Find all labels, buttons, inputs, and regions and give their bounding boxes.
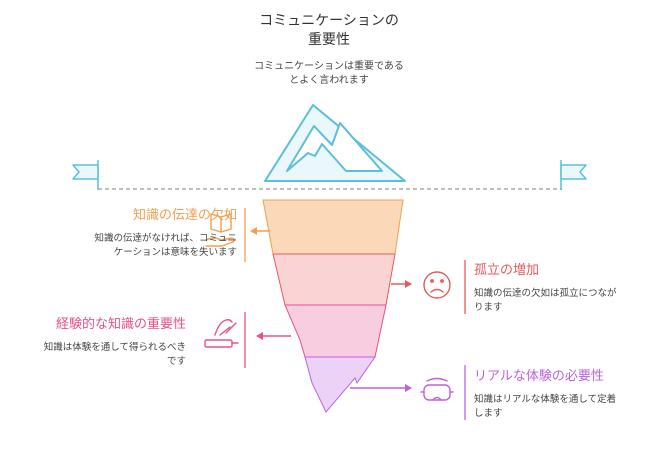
desc-knowledge-lack-line-1: 知識の伝達がなければ、コミュニ xyxy=(94,233,237,244)
iceberg-tip-icon xyxy=(264,104,406,182)
desc-real-experience-line-2: します xyxy=(474,408,503,419)
book-hand-icon xyxy=(205,213,235,247)
desc-isolation-line-2: ります xyxy=(474,302,503,313)
desc-experiential-line-2: です xyxy=(166,356,186,367)
desc-isolation-line-1: 知識の伝達の欠如は孤立につなが xyxy=(474,288,617,299)
heading-experiential: 経験的な知識の重要性 xyxy=(55,317,186,332)
heading-knowledge-lack: 知識の伝達の欠如 xyxy=(132,208,237,223)
connector-experiential xyxy=(256,332,291,340)
subtitle-line-1: コミュニケーションは重要である xyxy=(254,61,404,72)
subtitle: コミュニケーションは重要である とよく言われます xyxy=(0,60,658,88)
desc-isolation: 知識の伝達の欠如は孤立につなが ります xyxy=(474,287,654,315)
desc-experiential-line-1: 知識は体験を通して得られるべき xyxy=(43,342,186,353)
layer-isolation xyxy=(272,253,396,306)
page-title: コミュニケーションの 重要性 xyxy=(0,12,658,50)
heading-isolation: 孤立の増加 xyxy=(474,263,540,278)
item-real-experience: リアルな体験の必要性 知識はリアルな体験を通して定着 します xyxy=(474,368,654,421)
right-flag-icon xyxy=(560,160,587,190)
desc-real-experience: 知識はリアルな体験を通して定着 します xyxy=(474,393,654,421)
desc-knowledge-lack-line-2: ケーションは意味を失います xyxy=(113,247,237,258)
title-line-1: コミュニケーションの xyxy=(259,13,399,29)
layer-real-experience xyxy=(304,356,376,413)
item-experiential: 経験的な知識の重要性 知識は体験を通して得られるべき です xyxy=(10,316,186,369)
layer-experiential xyxy=(284,304,387,358)
sad-face-icon xyxy=(423,271,451,299)
desc-knowledge-lack: 知識の伝達がなければ、コミュニ ケーションは意味を失います xyxy=(10,232,237,260)
layer-knowledge-lack xyxy=(262,199,404,255)
item-knowledge-lack: 知識の伝達の欠如 知識の伝達がなければ、コミュニ ケーションは意味を失います xyxy=(10,207,237,260)
subtitle-line-2: とよく言われます xyxy=(289,75,369,86)
connector-isolation xyxy=(391,280,412,288)
desc-experiential: 知識は体験を通して得られるべき です xyxy=(10,341,186,369)
desc-real-experience-line-1: 知識はリアルな体験を通して定着 xyxy=(474,394,617,405)
title-line-2: 重要性 xyxy=(308,32,350,48)
vr-headset-icon xyxy=(420,377,454,401)
connector-knowledge-lack xyxy=(250,227,270,235)
writing-hand-icon xyxy=(204,319,239,348)
heading-real-experience: リアルな体験の必要性 xyxy=(474,369,604,384)
connector-real-experience xyxy=(350,384,412,392)
item-isolation: 孤立の増加 知識の伝達の欠如は孤立につなが ります xyxy=(474,262,654,315)
left-flag-icon xyxy=(72,160,99,190)
